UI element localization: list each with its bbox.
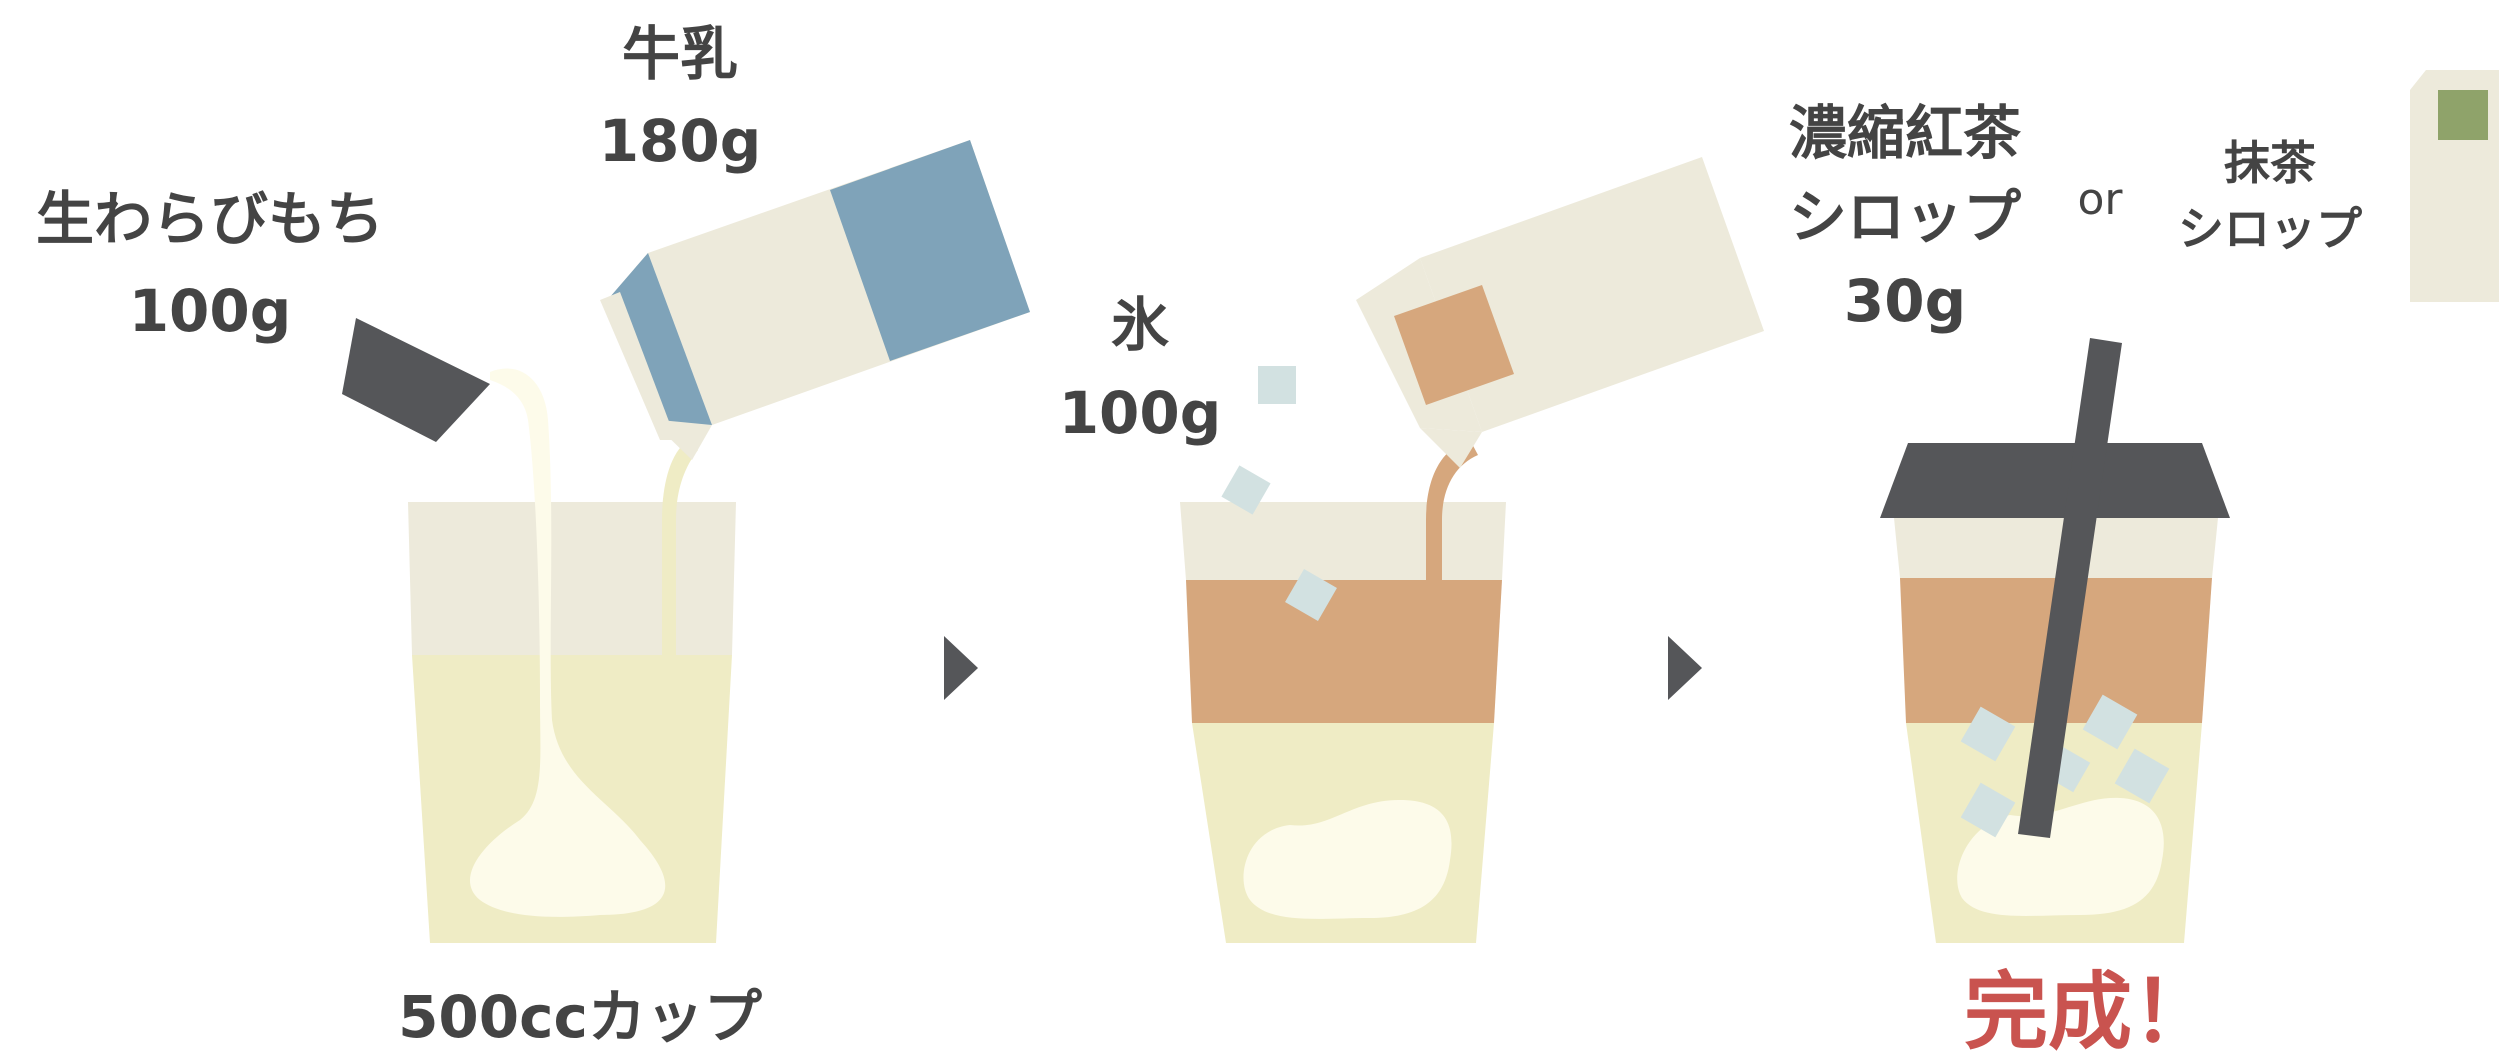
- tea-syrup-label-line1: 濃縮紅茶: [1760, 104, 2050, 162]
- matcha-syrup-label-line2: シロップ: [2160, 206, 2380, 252]
- tea-syrup-amount: 30g: [1760, 272, 2050, 330]
- arrow-right-icon: [1668, 636, 1702, 700]
- cup-size-label: 500ccカップ: [370, 988, 790, 1046]
- milk-amount: 180g: [560, 112, 800, 170]
- milk-label: 牛乳: [560, 25, 800, 83]
- cup-2: [1180, 502, 1506, 943]
- or-text: or: [2060, 178, 2140, 222]
- arrow-right-icon: [944, 636, 978, 700]
- ice-amount: 100g: [1040, 384, 1240, 442]
- tea-syrup-label-line2: シロップ: [1760, 188, 2050, 246]
- matcha-syrup-label-line1: 抹茶: [2160, 140, 2380, 186]
- ice-cube-icon: [1258, 366, 1296, 404]
- cup-lid-icon: [1880, 443, 2230, 518]
- warabimochi-amount: 100g: [20, 282, 400, 340]
- tea-syrup-carton-icon: [1356, 157, 1764, 468]
- warabimochi-label: 生わらびもち: [20, 190, 400, 248]
- milk-carton-icon: [600, 140, 1030, 460]
- matcha-syrup-carton-icon: [2410, 70, 2499, 302]
- complete-label: 完成！: [1900, 970, 2280, 1054]
- ice-label: 氷: [1040, 296, 1240, 354]
